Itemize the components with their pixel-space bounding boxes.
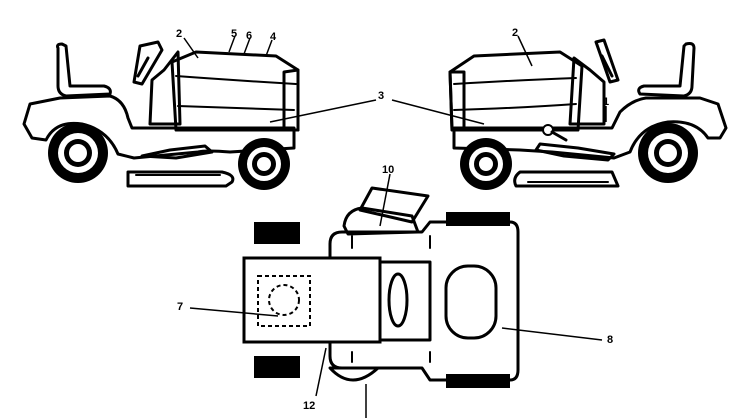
callout-7: 7 [177,301,183,313]
callout-3: 3 [378,90,384,102]
leader-lines [183,35,607,418]
callout-2-left: 2 [176,28,182,40]
callout-2-right: 2 [512,27,518,39]
callout-4: 4 [270,31,277,43]
callout-6: 6 [246,30,252,42]
callout-8: 8 [607,334,613,346]
right-side-view-mower-icon [448,38,728,190]
callout-10: 10 [382,164,394,176]
callout-1: 1 [603,96,609,108]
top-view-mower-icon [242,186,520,388]
callout-12: 12 [303,400,315,412]
left-side-view-mower-icon [22,40,300,190]
callout-5: 5 [231,28,237,40]
